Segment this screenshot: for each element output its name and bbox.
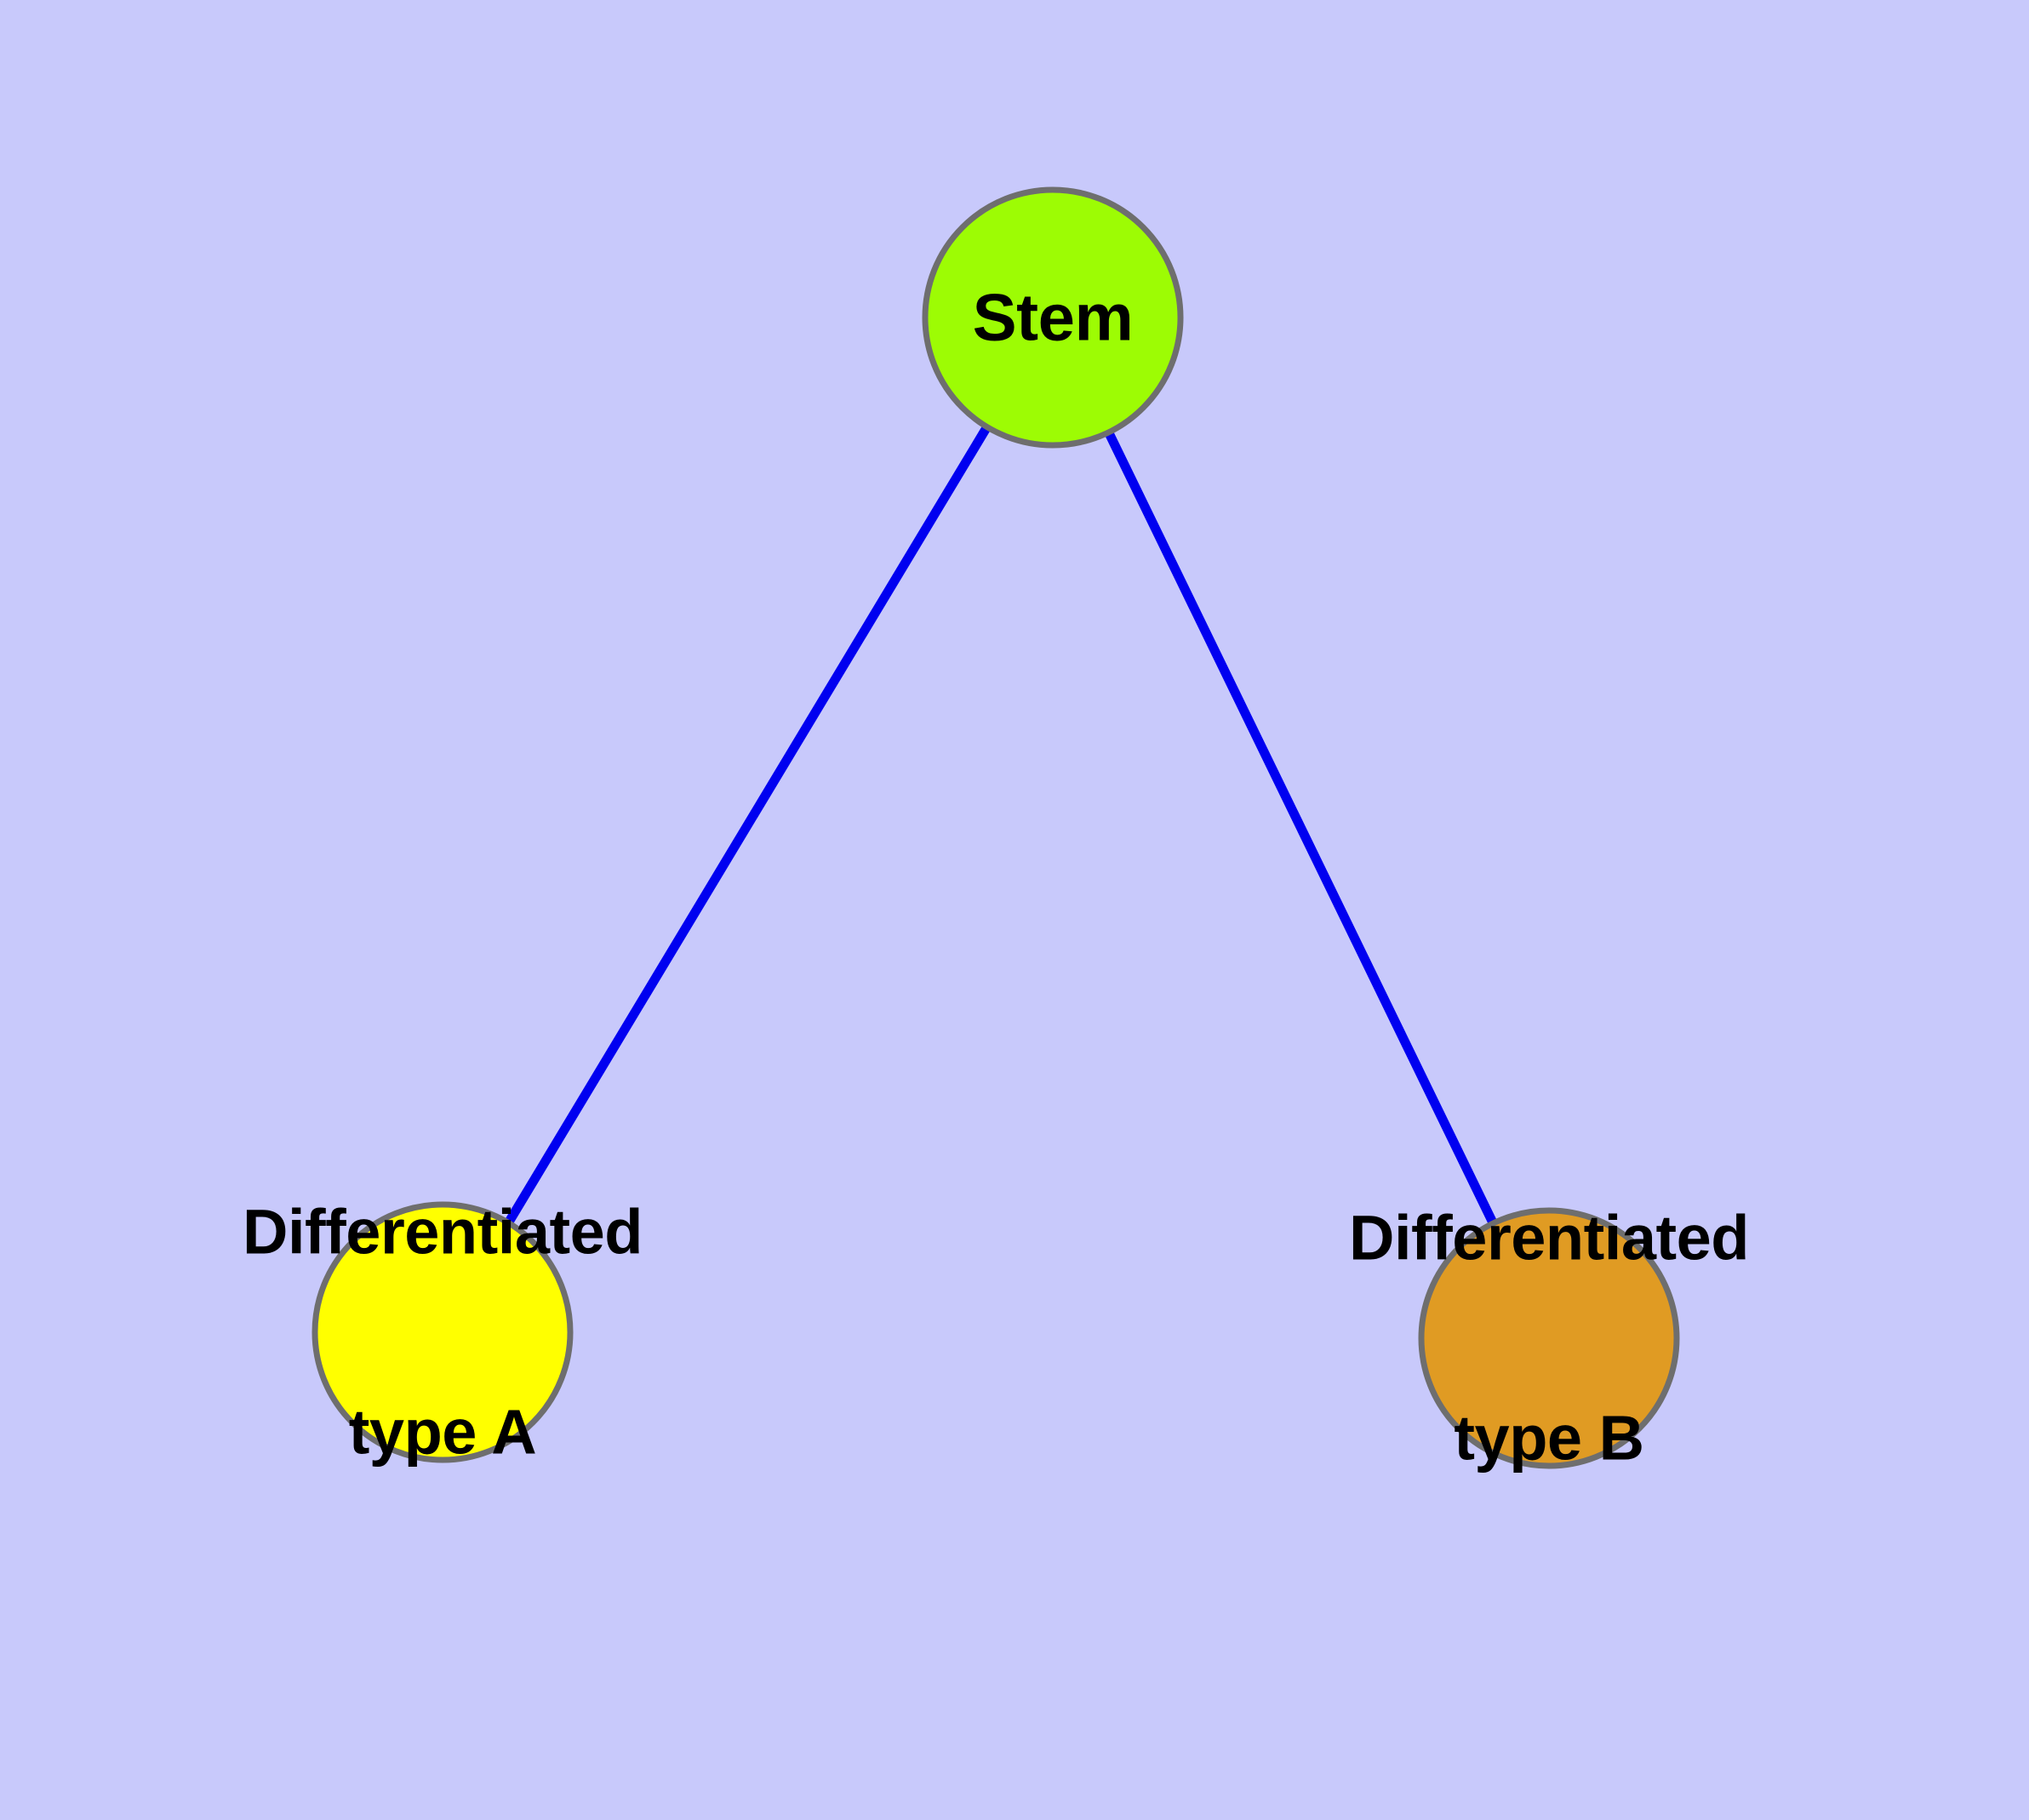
node-stem[interactable] (922, 186, 1184, 449)
edge-stem-to-differentiated-a[interactable] (438, 315, 1057, 1335)
node-differentiated-type-b[interactable] (1418, 1207, 1680, 1469)
edges-group (438, 315, 1553, 1341)
node-differentiated-type-a[interactable] (311, 1201, 574, 1463)
nodes-group (311, 186, 1680, 1469)
edge-stem-to-differentiated-b[interactable] (1049, 315, 1553, 1341)
